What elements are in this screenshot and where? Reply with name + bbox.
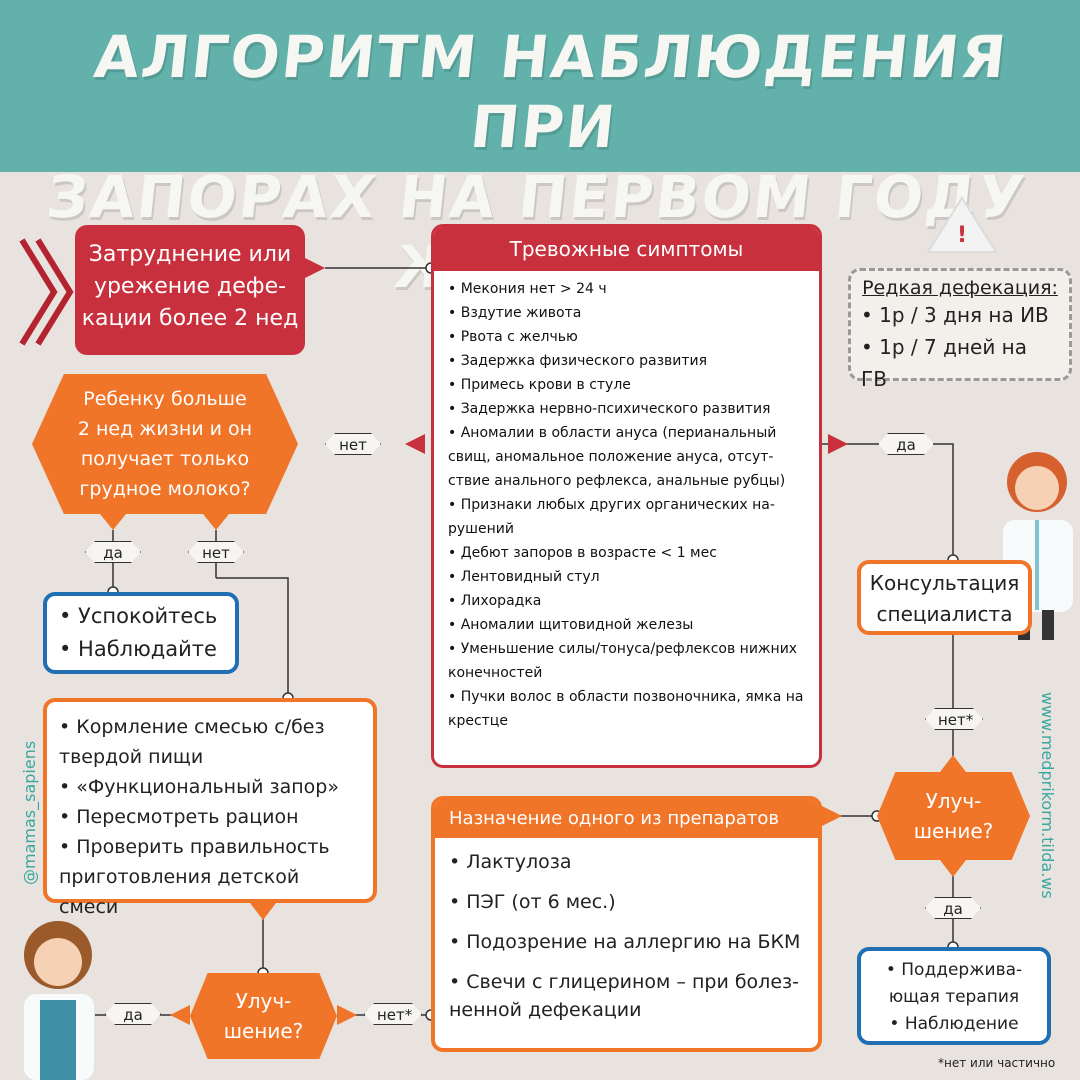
calm-observe-box: • Успокойтесь • Наблюдайте bbox=[43, 592, 239, 674]
specialist-consultation-box: Консультация специалиста bbox=[857, 560, 1032, 635]
header-banner: АЛГОРИТМ НАБЛЮДЕНИЯ ПРИ ЗАПОРАХ НА ПЕРВО… bbox=[0, 0, 1080, 301]
list-item: • Лентовидный стул bbox=[448, 569, 600, 585]
tag-no-formula: нет bbox=[188, 541, 244, 563]
medication-list: • Лактулоза • ПЭГ (от 6 мес.) • Подозрен… bbox=[435, 838, 818, 1024]
author-handle: @mamas_sapiens bbox=[20, 740, 39, 885]
calm-item: • Успокойтесь bbox=[59, 604, 218, 628]
list-item: • Свечи с глицерином – при болез- ненной… bbox=[449, 971, 799, 1021]
list-item: • Примесь крови в стуле bbox=[448, 377, 631, 393]
list-item: • Аномалии в области ануса (перианальный… bbox=[448, 425, 786, 489]
rare-defecation-note: Редкая дефекация: • 1р / 3 дня на ИВ • 1… bbox=[848, 268, 1072, 391]
rare-defecation-formula: • 1р / 3 дня на ИВ bbox=[861, 303, 1049, 327]
website-url: www.medprikorm.tilda.ws bbox=[1038, 692, 1057, 899]
start-condition-box: Затруднение или урежение дефе- кации бол… bbox=[75, 225, 305, 355]
list-item: твердой пищи bbox=[59, 746, 204, 768]
footnote: *нет или частично bbox=[938, 1056, 1056, 1070]
formula-feeding-box: • Кормление смесью с/без твердой пищи • … bbox=[43, 698, 377, 918]
list-item: • Мекония нет > 24 ч bbox=[448, 281, 607, 297]
alarm-symptoms-title: Тревожные симптомы bbox=[434, 227, 819, 271]
list-item: • Наблюдение bbox=[889, 1014, 1019, 1034]
svg-text:!: ! bbox=[957, 223, 967, 248]
tag-no-left: нет bbox=[325, 433, 381, 455]
list-item: приготовления детской смеси bbox=[59, 866, 300, 918]
list-item: • Рвота с желчью bbox=[448, 329, 578, 345]
alarm-symptoms-list: • Мекония нет > 24 ч • Вздутие живота • … bbox=[434, 271, 819, 733]
list-item: • Задержка нервно-психического развития bbox=[448, 401, 771, 417]
list-item: • Вздутие живота bbox=[448, 305, 582, 321]
alarm-symptoms-box: Тревожные симптомы • Мекония нет > 24 ч … bbox=[431, 224, 822, 768]
list-item: • Подозрение на аллергию на БКМ bbox=[449, 931, 801, 953]
list-item: • Пересмотреть рацион bbox=[59, 806, 299, 828]
list-item: • Лактулоза bbox=[449, 851, 572, 873]
list-item: • Признаки любых других органических на-… bbox=[448, 497, 775, 537]
list-item: • Задержка физического развития bbox=[448, 353, 708, 369]
tag-no-star-right: нет* bbox=[925, 708, 983, 730]
list-item: • Лихорадка bbox=[448, 593, 542, 609]
question-improvement-right: Улуч- шение? bbox=[877, 772, 1030, 860]
medication-box: Назначение одного из препаратов • Лактул… bbox=[431, 796, 822, 1052]
list-item: • Пучки волос в области позвоночника, ям… bbox=[448, 689, 804, 729]
question-breastfeeding-hexagon: Ребенку больше 2 нед жизни и он получает… bbox=[32, 374, 298, 514]
list-item: • Уменьшение силы/тонуса/рефлексов нижни… bbox=[448, 641, 798, 681]
tag-no-star-bottom: нет* bbox=[364, 1003, 422, 1025]
medication-title: Назначение одного из препаратов bbox=[435, 800, 818, 838]
list-item: ющая терапия bbox=[888, 987, 1020, 1007]
observe-item: • Наблюдайте bbox=[59, 637, 217, 661]
supportive-therapy-box: • Поддержива- ющая терапия • Наблюдение bbox=[857, 947, 1051, 1045]
rare-defecation-title: Редкая дефекация: bbox=[862, 277, 1058, 299]
tag-yes-right: да bbox=[878, 433, 934, 455]
list-item: • Проверить правильность bbox=[59, 836, 330, 858]
tag-yes-calm: да bbox=[85, 541, 141, 563]
rare-defecation-breastfeeding: • 1р / 7 дней на ГВ bbox=[861, 335, 1028, 391]
tag-yes-support: да bbox=[925, 897, 981, 919]
list-item: • Поддержива- bbox=[885, 960, 1023, 980]
list-item: • Кормление смесью с/без bbox=[59, 716, 325, 738]
list-item: • Аномалии щитовидной железы bbox=[448, 617, 694, 633]
tag-yes-bottom: да bbox=[105, 1003, 161, 1025]
list-item: • «Функциональный запор» bbox=[59, 776, 339, 798]
list-item: • ПЭГ (от 6 мес.) bbox=[449, 891, 616, 913]
list-item: • Дебют запоров в возрасте < 1 мес bbox=[448, 545, 717, 561]
question-improvement-bottom: Улуч- шение? bbox=[190, 973, 337, 1059]
